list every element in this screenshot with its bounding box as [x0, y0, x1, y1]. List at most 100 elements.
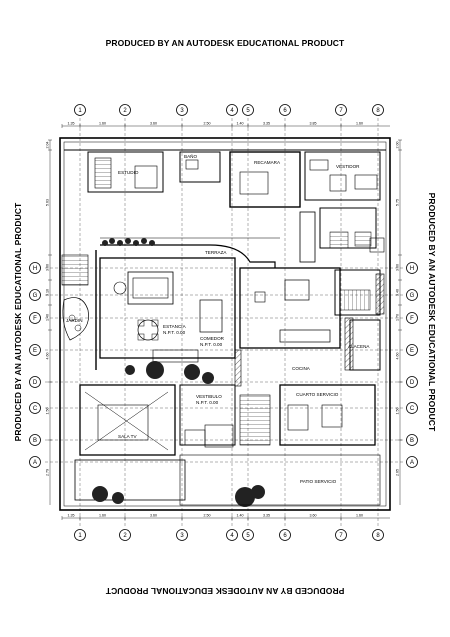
dimension-label: 2.00 [396, 142, 400, 149]
svg-text:F: F [33, 316, 37, 322]
grid-bubble-row-E-left: E [29, 344, 41, 356]
grid-bubble-row-C-left: C [29, 402, 41, 414]
label-estancia: ESTANCIA [163, 324, 187, 329]
svg-text:A: A [33, 460, 37, 466]
label-terraza: TERRAZA [205, 250, 227, 255]
dimension-string-left: 2.045.633.003.101.404.601.502.79 [46, 139, 52, 505]
grid-bubble-col-3-top: 3 [176, 104, 188, 116]
svg-text:E: E [33, 348, 37, 354]
hatched-walls [234, 273, 385, 387]
svg-text:4: 4 [230, 533, 234, 539]
dimension-label: 1.40 [237, 514, 244, 518]
svg-text:F: F [410, 316, 414, 322]
dimension-label: 1.60 [356, 514, 363, 518]
dimension-label: 2.50 [204, 122, 211, 126]
svg-text:1: 1 [78, 108, 82, 114]
svg-text:H: H [33, 266, 37, 272]
dimension-label: 3.85 [310, 122, 317, 126]
grid-bubble-col-6-top: 6 [279, 104, 291, 116]
svg-text:4: 4 [230, 108, 234, 114]
grid-bubble-col-1-bottom: 1 [74, 529, 86, 541]
dimension-label: 1.40 [46, 314, 50, 321]
svg-text:E: E [410, 348, 414, 354]
svg-text:5: 5 [246, 108, 250, 114]
vestibule-services [179, 384, 381, 506]
upper-rooms [87, 151, 385, 253]
label-alacena: ALACENA [348, 344, 370, 349]
svg-text:H: H [410, 266, 414, 272]
svg-text:8: 8 [376, 108, 380, 114]
label-cocina: COCINA [292, 366, 311, 371]
svg-text:B: B [33, 438, 37, 444]
stair-and-garden [61, 250, 97, 370]
svg-text:3: 3 [180, 108, 184, 114]
grid-bubble-row-C-right: C [406, 402, 418, 414]
dimension-label: 3.60 [150, 122, 157, 126]
dimension-label: 3.00 [396, 264, 400, 271]
svg-text:5: 5 [246, 533, 250, 539]
grid-bubble-row-F-right: F [406, 312, 418, 324]
terrace-curve [100, 211, 316, 268]
lower-left-room [74, 384, 186, 501]
grid-bubble-row-H-right: H [406, 262, 418, 274]
dimension-label: 1.40 [237, 122, 244, 126]
svg-text:G: G [33, 293, 38, 299]
grid-bubble-col-7-bottom: 7 [335, 529, 347, 541]
dimension-label: 3.40 [396, 289, 400, 296]
grid-bubble-row-A-right: A [406, 456, 418, 468]
label-vestibulo: VESTIBULO [196, 394, 222, 399]
svg-text:2: 2 [123, 533, 127, 539]
dimension-string-right: 2.005.753.003.401.704.601.502.65 [396, 139, 402, 505]
dimension-label: 1.50 [396, 408, 400, 415]
label-jardin: JARDIN [66, 318, 83, 323]
grid-bubble-row-D-right: D [406, 376, 418, 388]
svg-text:6: 6 [283, 108, 287, 114]
label-cuarto-servicio: CUARTO SERVICIO [296, 392, 339, 397]
label-npt-comedor: N.P.T. 0.00 [200, 342, 223, 347]
label-npt-vestibulo: N.P.T. 0.00 [196, 400, 219, 405]
svg-text:C: C [410, 406, 415, 412]
grid-bubble-col-6-bottom: 6 [279, 529, 291, 541]
grid-bubble-col-8-top: 8 [372, 104, 384, 116]
dimension-label: 1.50 [46, 408, 50, 415]
svg-text:C: C [33, 406, 38, 412]
grid-bubble-col-1-top: 1 [74, 104, 86, 116]
dimension-label: 4.60 [396, 353, 400, 360]
dimension-label: 5.75 [396, 199, 400, 206]
grid-bubble-col-5-bottom: 5 [242, 529, 254, 541]
svg-text:G: G [410, 293, 415, 299]
grid-bubble-row-F-left: F [29, 312, 41, 324]
svg-text:2: 2 [123, 108, 127, 114]
svg-text:D: D [33, 380, 38, 386]
dining-kitchen [239, 267, 381, 371]
label-npt-estancia: N.P.T. 0.00 [163, 330, 186, 335]
grid-bubble-row-A-left: A [29, 456, 41, 468]
trees [92, 361, 265, 507]
dimension-label: 3.00 [46, 264, 50, 271]
dimension-label: 2.65 [396, 469, 400, 476]
dimension-label: 5.63 [46, 199, 50, 206]
grid-bubble-col-2-top: 2 [119, 104, 131, 116]
label-comedor: COMEDOR [200, 336, 225, 341]
grid-bubble-row-H-left: H [29, 262, 41, 274]
grid-bubble-col-7-top: 7 [335, 104, 347, 116]
grid-bubble-col-4-bottom: 4 [226, 529, 238, 541]
svg-text:1: 1 [78, 533, 82, 539]
svg-text:8: 8 [376, 533, 380, 539]
svg-text:A: A [410, 460, 414, 466]
grid-bubble-row-G-left: G [29, 289, 41, 301]
planter-shrubs [102, 238, 155, 246]
label-patio: PATIO SERVICIO [300, 479, 337, 484]
dimension-label: 3.35 [263, 122, 270, 126]
dimension-label: 2.04 [46, 142, 50, 149]
grid-bubble-col-3-bottom: 3 [176, 529, 188, 541]
label-sala-tv: SALA TV [118, 434, 137, 439]
svg-text:7: 7 [339, 533, 343, 539]
label-bano: BAÑO [184, 153, 197, 159]
grid-bubble-row-B-right: B [406, 434, 418, 446]
dimension-label: 2.79 [46, 469, 50, 476]
dimension-label: 3.10 [46, 289, 50, 296]
